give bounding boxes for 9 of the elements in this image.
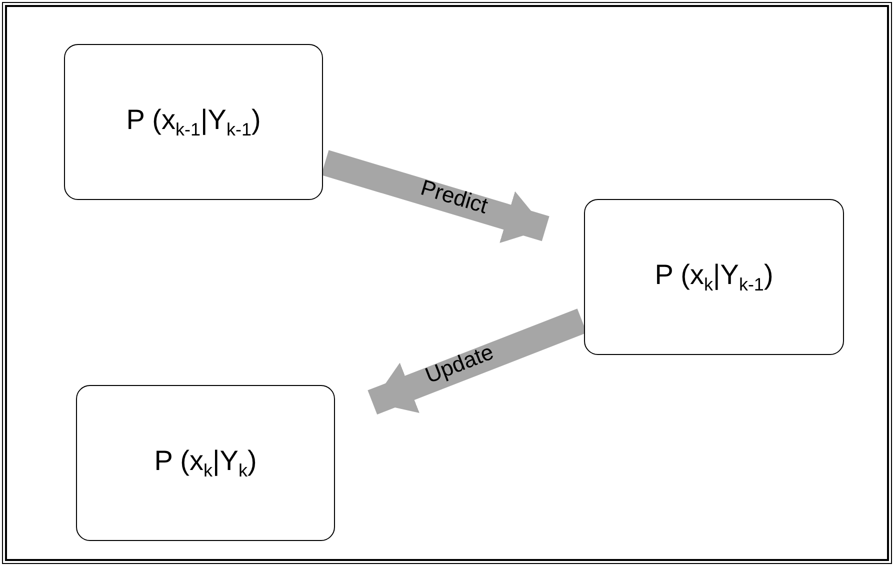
edge-label: Update [422,339,498,390]
node-label: P (x$_{k}$|Y$_{k}$) [154,444,257,482]
edge-label: Predict [417,174,490,220]
node-label: P (x$_{k}$|Y$_{k-1}$) [654,258,774,296]
arrow [321,150,550,244]
process-box [584,199,844,355]
process-box [64,44,323,200]
process-box [76,385,335,541]
node-label: P (x$_{k-1}$|Y$_{k-1}$) [126,104,261,140]
